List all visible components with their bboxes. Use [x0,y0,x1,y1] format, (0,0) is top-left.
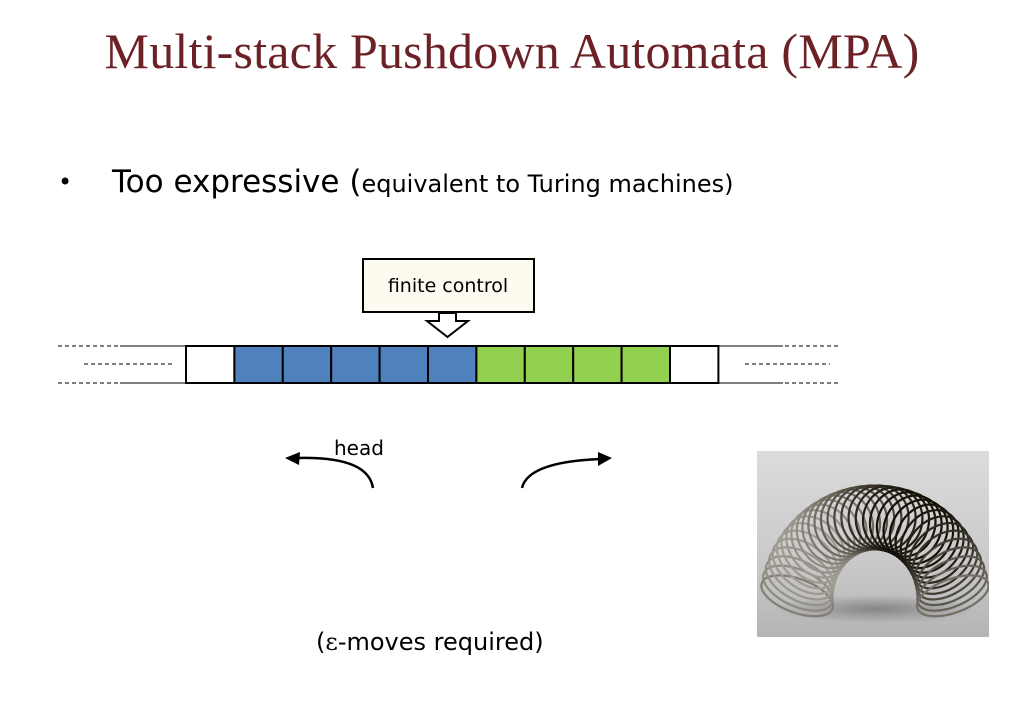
pointer-arrow-icon [424,312,471,339]
head-right-arrow-curve [520,457,601,489]
epsilon-symbol: ε [325,628,338,656]
bullet-text: Too expressive (equivalent to Turing mac… [112,162,733,204]
slide-title: Multi-stack Pushdown Automata (MPA) [104,23,920,79]
tape-cell-green [572,345,623,384]
slinky-coil-ring [915,574,989,618]
slinky-coil-ring [760,574,835,618]
tape-cell-blue [233,345,284,384]
eps-rest-text: -moves required) [337,628,544,656]
tape-cell-blue [281,345,333,384]
tape-cell-white [185,345,236,384]
tape-cell-white [669,345,720,384]
slinky-spring-photo [757,451,989,637]
bullet-sub-text: equivalent to Turing machines) [361,170,734,198]
finite-control-label: finite control [388,275,508,297]
bullet-marker: • [58,168,73,196]
finite-control-box [362,258,535,313]
bullet-main-text: Too expressive ( [112,164,362,200]
right-arrow-icon [598,452,612,466]
slinky-coil-ring [764,555,834,607]
tape-cell-blue [378,345,430,384]
slinky-coils [760,484,989,618]
tape-cells [185,345,720,384]
left-arrow-icon [285,452,300,465]
tape-cell-blue [427,345,478,384]
head-label: head [334,436,384,460]
slinky-coil-ring [780,522,842,584]
tape-cell-green [620,345,671,384]
tape-cell-blue [330,345,381,384]
head-left-arrow-curve [296,456,375,489]
slinky-coil-ring [768,546,835,601]
epsilon-moves-note: (ε-moves required) [316,628,544,656]
tape-cell-green [523,345,575,384]
eps-open-paren: ( [316,628,326,656]
tape-cell-green [475,345,526,384]
